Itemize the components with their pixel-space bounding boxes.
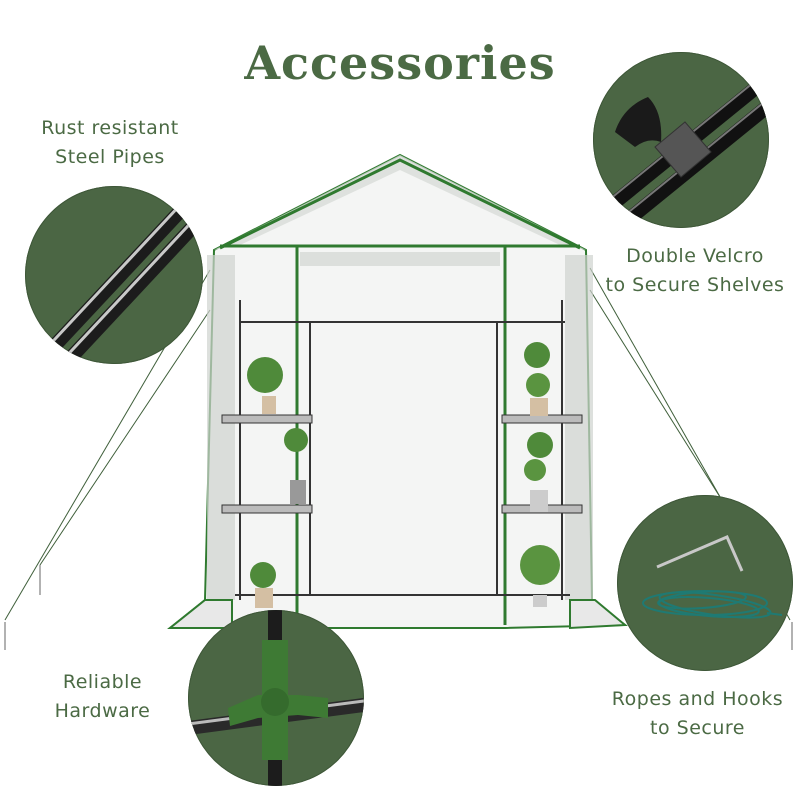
- feature-line1: Reliable: [62, 671, 143, 693]
- plant-icon: [247, 342, 560, 608]
- feature-label-hardware: Reliable Hardware: [30, 668, 175, 726]
- pipe-connector-icon: [188, 610, 364, 786]
- velcro-strap-icon: [593, 52, 769, 228]
- feature-line1: Ropes and Hooks: [611, 688, 784, 710]
- rope-hook-icon: [617, 495, 793, 671]
- feature-line2: Steel Pipes: [55, 146, 165, 168]
- feature-line1: Double Velcro: [626, 245, 764, 267]
- feature-line2: to Secure Shelves: [605, 274, 785, 296]
- page-title: Accessories: [244, 36, 556, 90]
- steel-pipes-icon: [25, 186, 203, 364]
- feature-label-ropes: Ropes and Hooks to Secure: [595, 685, 800, 743]
- feature-label-velcro: Double Velcro to Secure Shelves: [590, 242, 800, 300]
- feature-line1: Rust resistant: [41, 117, 179, 139]
- feature-line2: to Secure: [650, 717, 745, 739]
- feature-label-steel-pipes: Rust resistant Steel Pipes: [20, 114, 200, 172]
- feature-line2: Hardware: [54, 700, 151, 722]
